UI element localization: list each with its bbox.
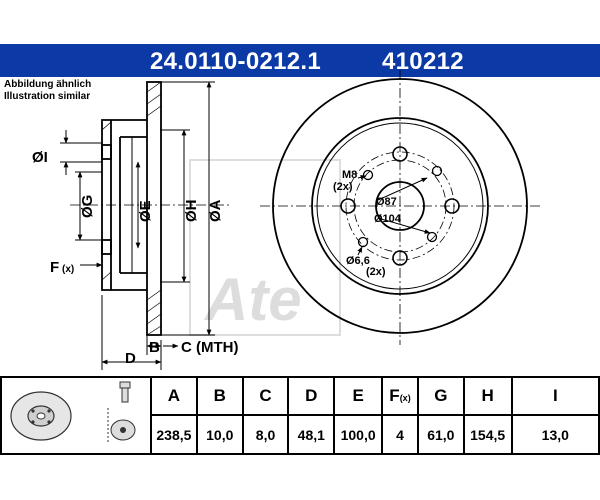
part-number: 24.0110-0212.1 <box>150 48 322 75</box>
technical-drawing: Ate <box>32 70 540 370</box>
label-d: D <box>125 350 136 367</box>
ate-logo-watermark-icon: Ate <box>189 159 341 336</box>
table-header-f-sub: (x) <box>399 393 411 403</box>
label-dia-a: ØA <box>207 199 224 222</box>
side-dimensions <box>60 81 215 370</box>
table-header-d: D <box>287 376 336 416</box>
label-d87: Ø87 <box>376 196 397 208</box>
table-header-g: G <box>416 376 465 416</box>
bottom-whitespace <box>0 455 600 500</box>
label-dia-e: ØE <box>137 200 154 222</box>
friction-ring-hatch <box>101 81 162 336</box>
note-line-en: Illustration similar <box>4 91 91 102</box>
disc-thumbnail-cell <box>0 376 152 455</box>
table-value-a: 238,5 <box>149 414 198 455</box>
table-value-i: 13,0 <box>510 414 600 455</box>
table-value-c: 8,0 <box>241 414 290 455</box>
table-value-f: 4 <box>381 414 419 455</box>
table-value-h: 154,5 <box>462 414 513 455</box>
table-header-i: I <box>510 376 600 416</box>
label-m8: M8 <box>342 169 357 181</box>
front-centerlines <box>260 70 540 345</box>
label-dia-i: ØI <box>32 149 48 166</box>
header-bar: 24.0110-0212.1 410212 <box>0 44 600 77</box>
label-d66: Ø6,6 <box>346 255 370 267</box>
table-value-g: 61,0 <box>416 414 465 455</box>
table-header-f: F(x) <box>381 376 419 416</box>
table-value-e: 100,0 <box>333 414 384 455</box>
front-leaders <box>357 174 431 256</box>
table-header-a: A <box>149 376 198 416</box>
note-line-de: Abbildung ähnlich <box>4 79 92 90</box>
reference-number: 410212 <box>382 48 464 75</box>
label-m8-count: (2x) <box>333 181 353 193</box>
table-header-b: B <box>195 376 244 416</box>
table-value-d: 48,1 <box>287 414 336 455</box>
table-header-e: E <box>333 376 384 416</box>
label-dia-h: ØH <box>183 200 200 223</box>
svg-text:Ate: Ate <box>203 266 302 333</box>
brake-disc-thumbnail-icon <box>10 381 136 444</box>
label-c-mth: C (MTH) <box>181 339 238 356</box>
label-d66-count: (2x) <box>366 266 386 278</box>
spec-table: A B C D E F(x) G H I 238,5 10,0 8,0 48,1… <box>0 376 600 455</box>
table-value-b: 10,0 <box>195 414 244 455</box>
label-d104: Ø104 <box>374 213 402 225</box>
label-f-sub: (x) <box>62 264 74 275</box>
table-header-h: H <box>462 376 513 416</box>
label-dia-g: ØG <box>79 195 96 218</box>
label-f: F <box>50 259 59 276</box>
label-b: B <box>149 339 160 356</box>
table-header-c: C <box>241 376 290 416</box>
